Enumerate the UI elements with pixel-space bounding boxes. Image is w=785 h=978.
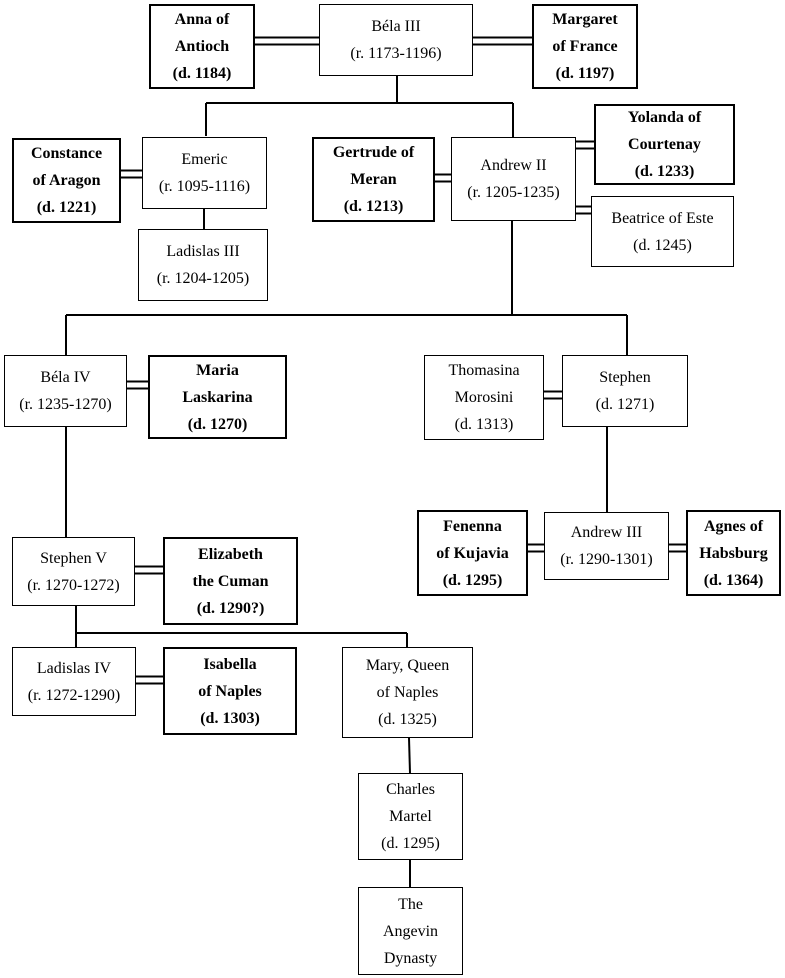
person-elizabeth-the-cuman: Elizabeth the Cuman (d. 1290?) [163,537,298,625]
marriage-line-andrew3-agnes [669,543,686,553]
person-anna-of-antioch: Anna of Antioch (d. 1184) [149,4,255,89]
marriage-line-andrew2-gertrude [435,173,451,183]
person-margaret-of-france: Margaret of France (d. 1197) [532,4,638,89]
person-bela-iii: Béla III (r. 1173-1196) [319,4,473,76]
person-ladislas-iv: Ladislas IV (r. 1272-1290) [12,647,136,716]
person-charles-martel: Charles Martel (d. 1295) [358,773,463,860]
descent-line-stephen5-children [75,606,408,647]
marriage-line-bela4-maria [127,380,148,390]
person-stephen-v: Stephen V (r. 1270-1272) [12,537,135,606]
person-constance-of-aragon: Constance of Aragon (d. 1221) [12,138,121,223]
person-andrew-ii: Andrew II (r. 1205-1235) [451,137,576,221]
marriage-line-emeric-constance [121,169,142,179]
marriage-line-andrew2-beatrice [576,205,591,215]
person-gertrude-of-meran: Gertrude of Meran (d. 1213) [312,137,435,222]
descent-line-andrew2-children [65,221,628,356]
person-bela-iv: Béla IV (r. 1235-1270) [4,355,127,427]
descent-line-mary-charles [408,737,411,774]
person-mary-queen-of-naples: Mary, Queen of Naples (d. 1325) [342,647,473,738]
person-emeric: Emeric (r. 1095-1116) [142,137,267,209]
angevin-dynasty: The Angevin Dynasty [358,887,463,975]
person-yolanda-of-courtenay: Yolanda of Courtenay (d. 1233) [594,104,735,185]
person-andrew-iii: Andrew III (r. 1290-1301) [544,512,669,580]
marriage-line-stephen5-elizabeth [135,565,163,575]
person-isabella-of-naples: Isabella of Naples (d. 1303) [163,647,297,735]
person-ladislas-iii: Ladislas III (r. 1204-1205) [138,229,268,301]
marriage-line-bela3-margaret [473,36,533,46]
person-maria-laskarina: Maria Laskarina (d. 1270) [148,355,287,439]
marriage-line-bela3-anna [254,36,320,46]
person-fenenna-of-kujavia: Fenenna of Kujavia (d. 1295) [417,510,528,596]
marriage-line-andrew2-yolanda [576,140,594,150]
marriage-line-ladislas4-isabella [136,675,163,685]
person-thomasina-morosini: Thomasina Morosini (d. 1313) [424,355,544,440]
descent-line-bela3-children [205,76,514,137]
person-stephen: Stephen (d. 1271) [562,355,688,427]
person-beatrice-of-este: Beatrice of Este (d. 1245) [591,196,734,267]
marriage-line-stephen-thomasina [544,390,562,400]
marriage-line-andrew3-fenenna [528,543,544,553]
person-agnes-of-habsburg: Agnes of Habsburg (d. 1364) [686,510,781,596]
